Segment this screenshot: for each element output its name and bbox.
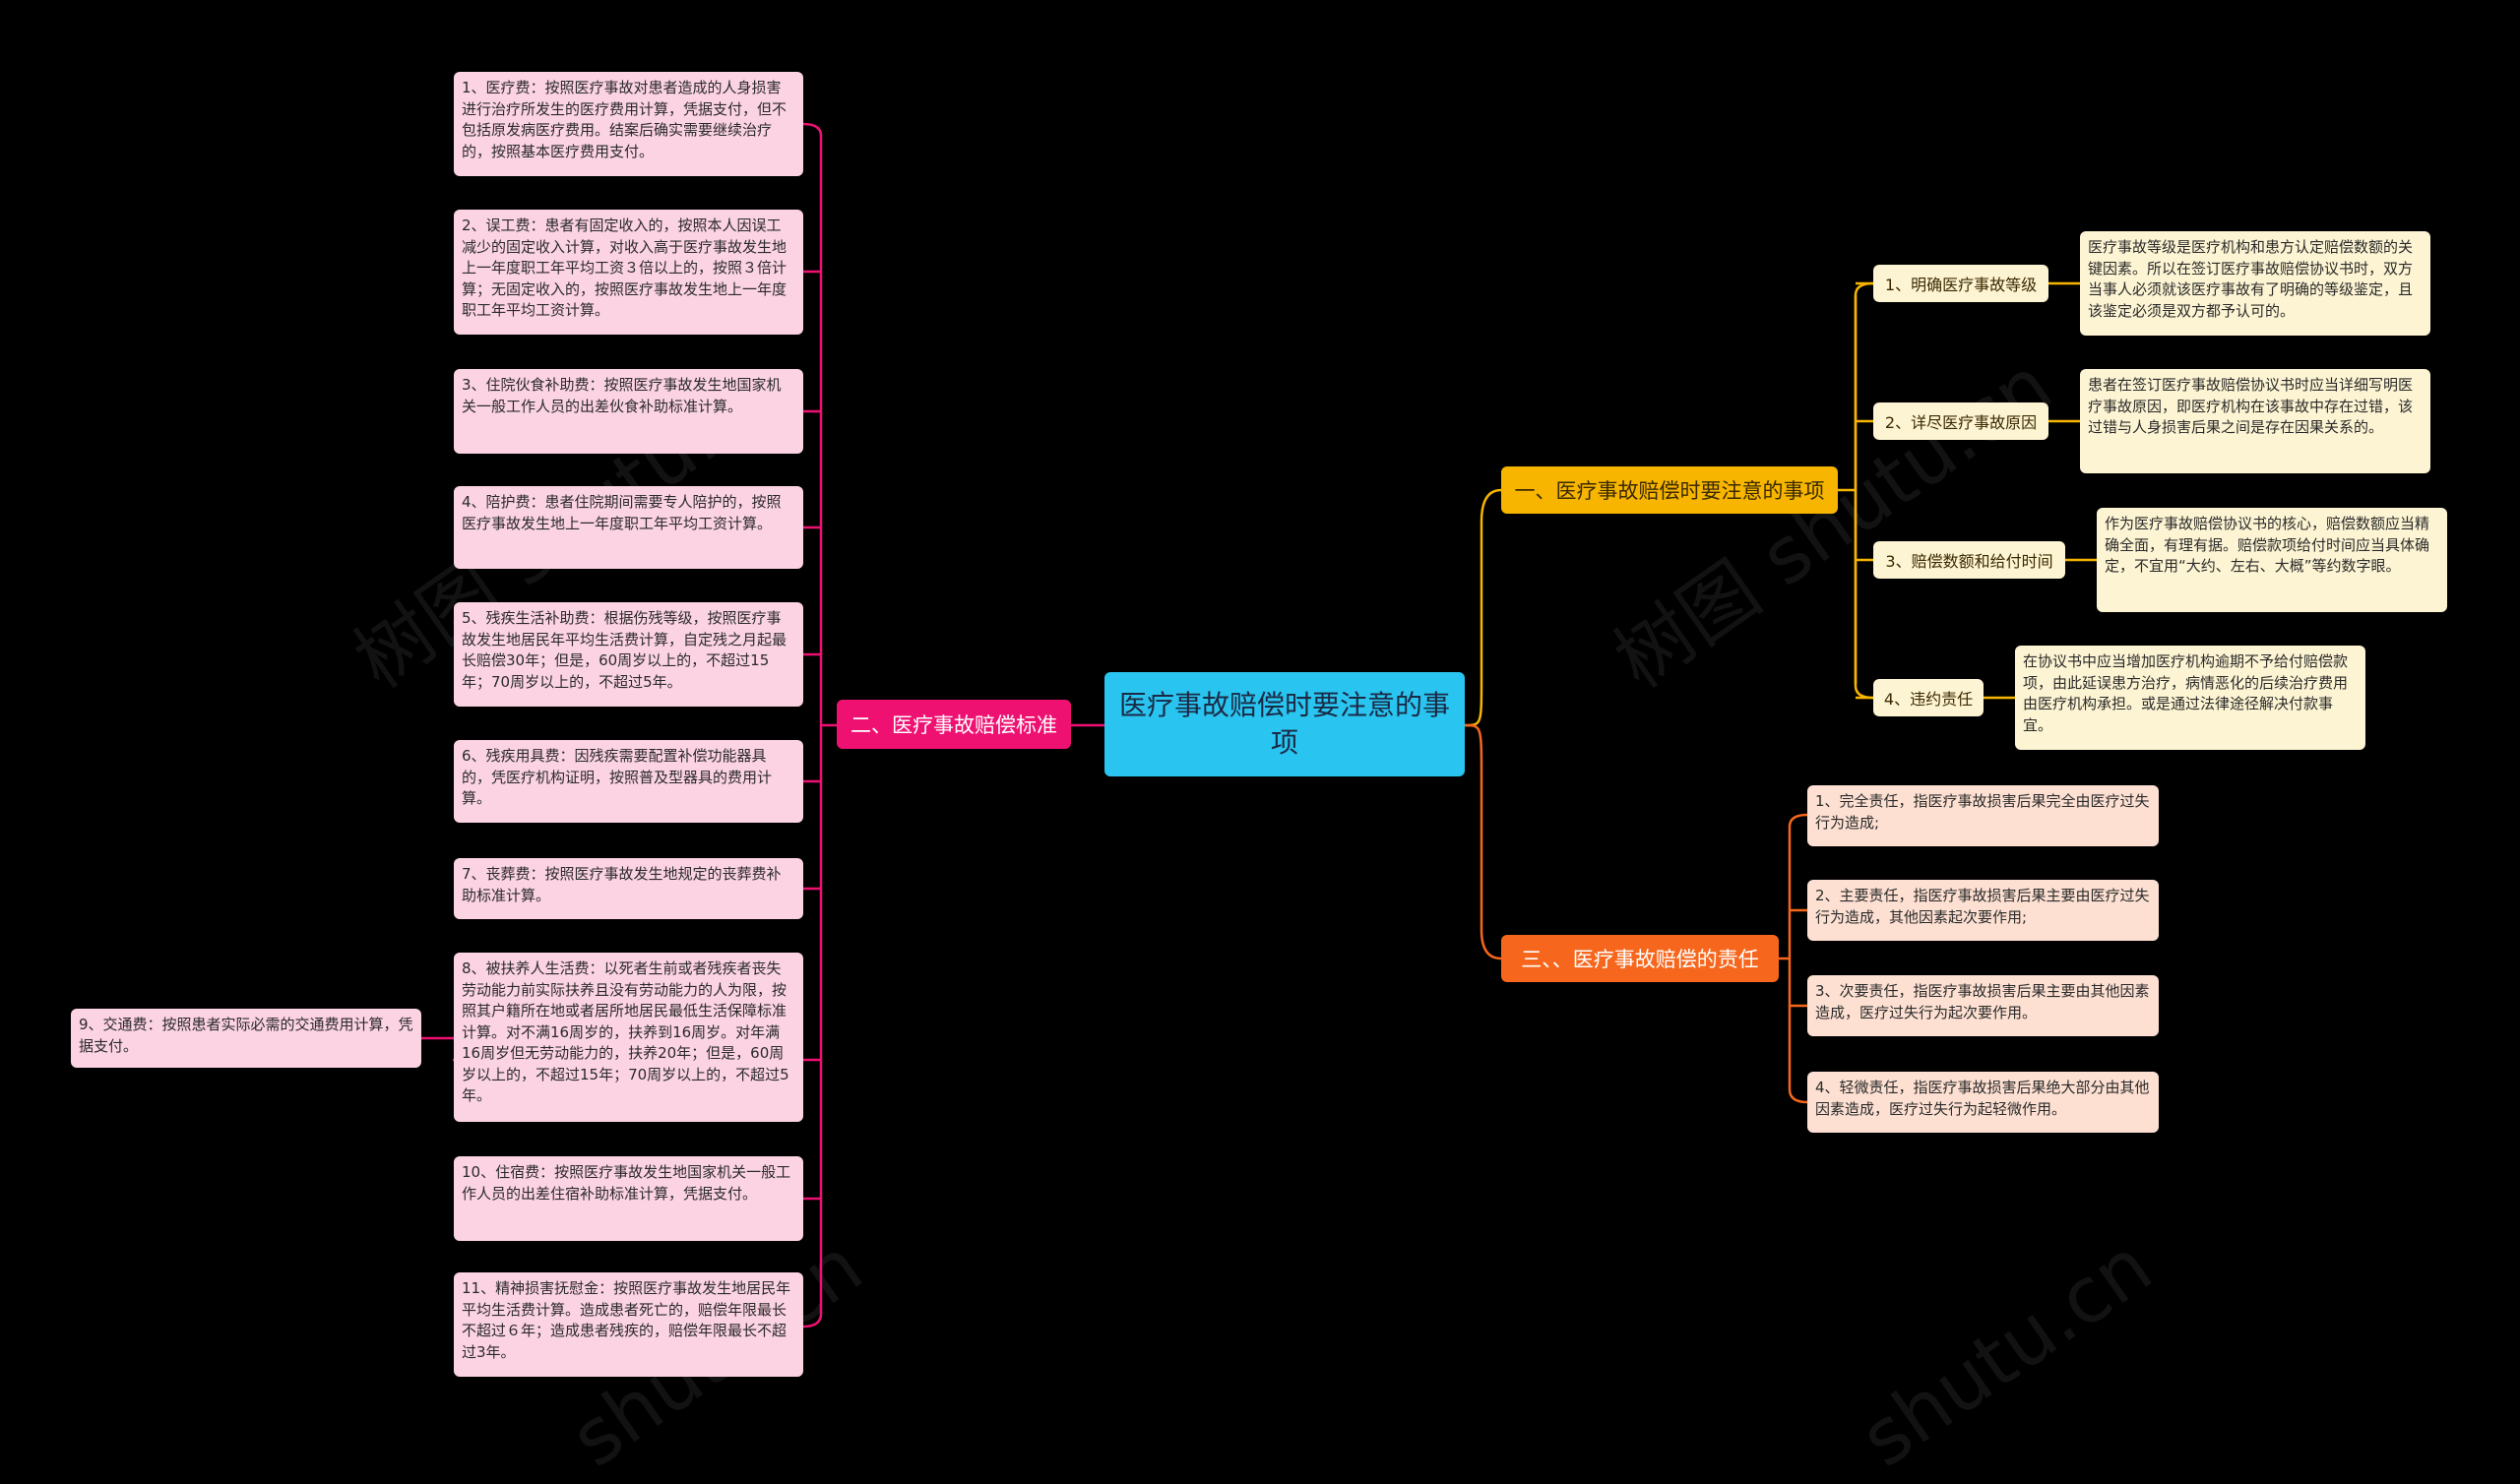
branch-notes[interactable]: 一、医疗事故赔偿时要注意的事项: [1501, 466, 1838, 514]
detail-amount-time[interactable]: 作为医疗事故赔偿协议书的核心，赔偿数额应当精确全面，有理有据。赔偿款项给付时间应…: [2097, 508, 2447, 612]
link-b1-sub-4: [1854, 490, 1874, 700]
liability-item-minor[interactable]: 3、次要责任，指医疗事故损害后果主要由其他因素造成，医疗过失行为起次要作用。: [1807, 975, 2159, 1036]
detail-accident-level[interactable]: 医疗事故等级是医疗机构和患方认定赔偿数额的关键因素。所以在签订医疗事故赔偿协议书…: [2080, 231, 2430, 336]
standard-item-3[interactable]: 3、住院伙食补助费：按照医疗事故发生地国家机关一般工作人员的出差伙食补助标准计算…: [454, 369, 803, 454]
liability-item-full[interactable]: 1、完全责任，指医疗事故损害后果完全由医疗过失行为造成;: [1807, 785, 2159, 846]
sub-topic-breach-liability[interactable]: 4、违约责任: [1873, 679, 1984, 716]
standard-item-11[interactable]: 11、精神损害抚慰金：按照医疗事故发生地居民年平均生活费计算。造成患者死亡的，赔…: [454, 1272, 803, 1377]
liability-item-major[interactable]: 2、主要责任，指医疗事故损害后果主要由医疗过失行为造成，其他因素起次要作用;: [1807, 880, 2159, 941]
connector-lines: [453, 122, 2097, 1329]
detail-breach-liability[interactable]: 在协议书中应当增加医疗机构逾期不予给付赔偿款项，由此延误患方治疗，病情恶化的后续…: [2015, 646, 2365, 750]
link-root-b3: [1464, 723, 1502, 960]
branch-liability[interactable]: 三、、医疗事故赔偿的责任: [1501, 935, 1779, 982]
standard-item-5[interactable]: 5、残疾生活补助费：根据伤残等级，按照医疗事故发生地居民年平均生活费计算，自定残…: [454, 602, 803, 707]
standard-item-8[interactable]: 8、被扶养人生活费：以死者生前或者残疾者丧失劳动能力前实际扶养且没有劳动能力的人…: [454, 953, 803, 1122]
root-topic[interactable]: 医疗事故赔偿时要注意的事项: [1104, 672, 1465, 776]
standard-item-6[interactable]: 6、残疾用具费：因残疾需要配置补偿功能器具的，凭医疗机构证明，按照普及型器具的费…: [454, 740, 803, 823]
detail-accident-cause[interactable]: 患者在签订医疗事故赔偿协议书时应当详细写明医疗事故原因，即医疗机构在该事故中存在…: [2080, 369, 2430, 473]
standard-item-10[interactable]: 10、住宿费：按照医疗事故发生地国家机关一般工作人员的出差住宿补助标准计算，凭据…: [454, 1156, 803, 1241]
link-b3-items: [1779, 813, 1808, 1104]
sub-topic-amount-time[interactable]: 3、赔偿数额和给付时间: [1873, 541, 2065, 579]
standard-item-4[interactable]: 4、陪护费：患者住院期间需要专人陪护的，按照医疗事故发生地上一年度职工年平均工资…: [454, 486, 803, 569]
branch-standards[interactable]: 二、医疗事故赔偿标准: [837, 700, 1071, 749]
standard-item-2[interactable]: 2、误工费：患者有固定收入的，按照本人因误工减少的固定收入计算，对收入高于医疗事…: [454, 210, 803, 335]
liability-item-slight[interactable]: 4、轻微责任，指医疗事故损害后果绝大部分由其他因素造成，医疗过失行为起轻微作用。: [1807, 1072, 2159, 1133]
standard-item-1[interactable]: 1、医疗费：按照医疗事故对患者造成的人身损害进行治疗所发生的医疗费用计算，凭据支…: [454, 72, 803, 176]
sub-topic-accident-cause[interactable]: 2、详尽医疗事故原因: [1873, 402, 2048, 440]
link-b2-items: [802, 122, 837, 1329]
standard-item-7[interactable]: 7、丧葬费：按照医疗事故发生地规定的丧葬费补助标准计算。: [454, 858, 803, 919]
sub-topic-accident-level[interactable]: 1、明确医疗事故等级: [1873, 265, 2048, 302]
standard-item-9[interactable]: 9、交通费：按照患者实际必需的交通费用计算，凭据支付。: [71, 1009, 421, 1068]
link-root-b1: [1464, 488, 1502, 727]
link-b1-sub-1: [1854, 281, 1874, 490]
